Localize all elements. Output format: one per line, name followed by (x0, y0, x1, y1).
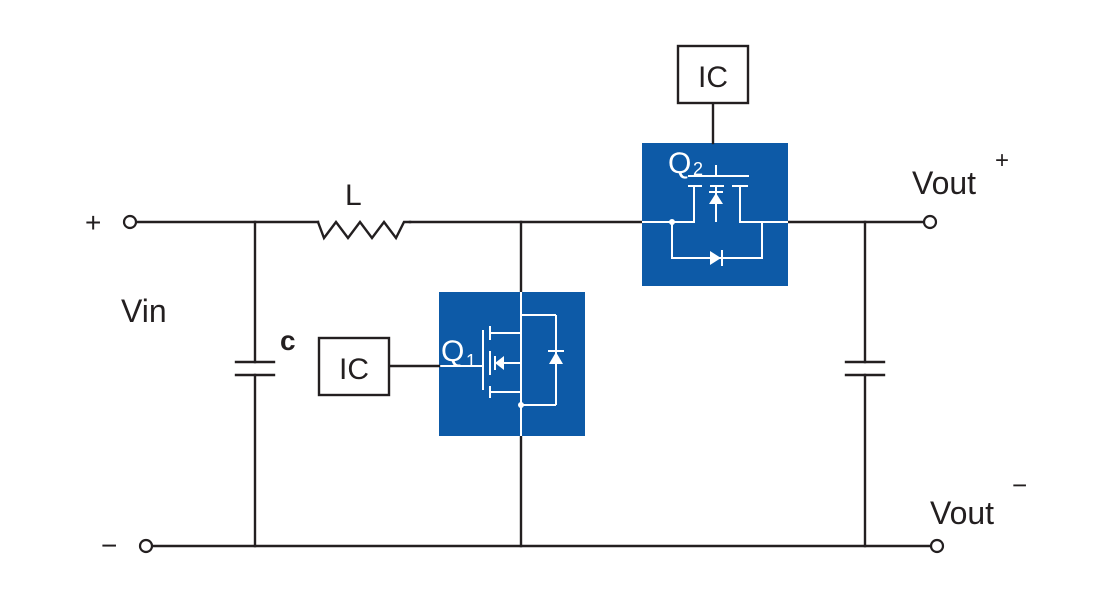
capacitor-label: c (280, 325, 296, 356)
q2-mosfet-module (642, 143, 788, 286)
input-capacitor (234, 220, 276, 548)
q1-controller-box (317, 336, 391, 397)
vout-positive-sign: + (995, 147, 1009, 174)
vin-negative-terminal (138, 538, 154, 554)
output-capacitor (844, 220, 886, 548)
q1-mosfet-module (439, 292, 585, 436)
vout-positive-label: Vout (912, 165, 976, 201)
q1-label-letter: Q (441, 335, 464, 368)
q2-label-index: 2 (693, 159, 703, 179)
vout-negative-label: Vout (930, 495, 994, 531)
inductor-label: L (345, 179, 362, 212)
q1-label-index: 1 (466, 351, 476, 371)
q1-controller-label: IC (339, 353, 369, 386)
vout-negative-terminal (929, 538, 945, 554)
vout-negative-sign: − (1012, 470, 1027, 500)
q2-controller-label: IC (698, 61, 728, 94)
vin-positive-terminal (122, 214, 138, 230)
inductor-symbol (316, 220, 412, 241)
q2-controller-box (676, 44, 750, 105)
vin-label: Vin (121, 293, 167, 329)
q2-label-letter: Q (668, 147, 691, 180)
vin-plus-sign: + (85, 207, 101, 238)
vout-positive-terminal (922, 214, 938, 230)
vin-minus-sign: − (101, 530, 117, 561)
